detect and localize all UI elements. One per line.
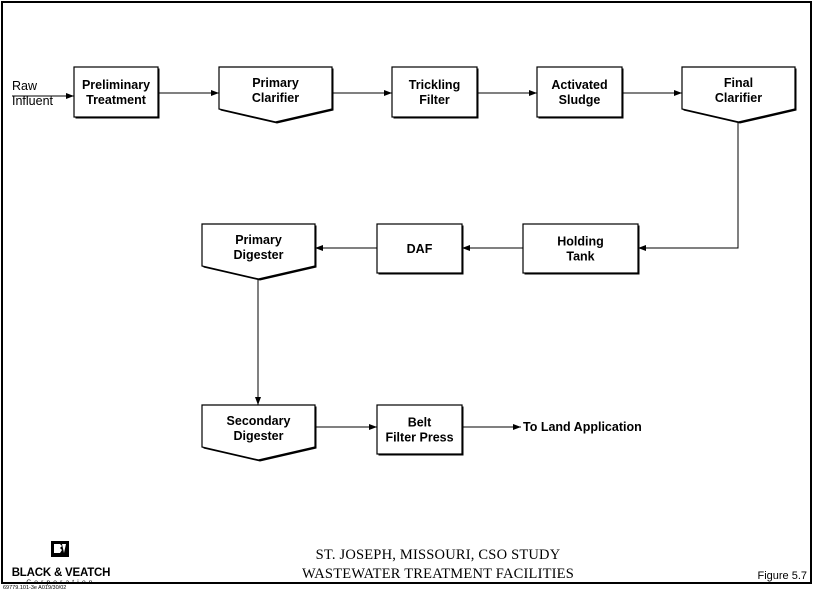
raw-influent-label: Raw Influent (12, 79, 54, 108)
node-final-clarifier-label-line: Clarifier (715, 91, 762, 105)
node-primary-digester-label-line: Primary (235, 233, 282, 247)
node-secondary-digester-tank-shape (201, 404, 316, 461)
document-code: 69779.101-3e A019/30/02 (3, 585, 67, 591)
node-holding-label-line: Tank (566, 250, 594, 264)
raw-influent-line-1: Raw (12, 79, 38, 93)
node-trickling-box (391, 66, 478, 118)
node-daf-label: DAF (407, 242, 433, 256)
node-activated-box (536, 66, 623, 118)
node-holding-label-line: Holding (557, 235, 604, 249)
node-activated-label-line: Activated (551, 78, 607, 92)
figure-title-line-1: ST. JOSEPH, MISSOURI, CSO STUDY (315, 547, 561, 563)
node-primary-digester-label-line: Digester (233, 248, 283, 262)
bv-monogram-icon (51, 541, 69, 557)
node-secondary-digester-label-line: Secondary (227, 414, 291, 428)
logo-subtitle: Corporation (26, 579, 96, 586)
node-daf-label-line: DAF (407, 242, 433, 256)
node-preliminary-label-line: Preliminary (82, 78, 150, 92)
node-primary-clarifier-label-line: Primary (252, 76, 299, 90)
node-holding-box (522, 223, 639, 274)
figure-frame (1, 1, 812, 584)
node-primary-clarifier-tank-shape (218, 66, 333, 123)
node-daf: DAF (376, 223, 464, 275)
node-secondary-digester-label-line: Digester (233, 429, 283, 443)
node-trickling-label-line: Filter (419, 93, 450, 107)
to-land-application-label: To Land Application (523, 420, 642, 434)
node-belt-label-line: Filter Press (385, 431, 453, 445)
node-final-clarifier-tank-shape (681, 66, 796, 123)
figure-title-line-2: WASTEWATER TREATMENT FACILITIES (301, 566, 575, 582)
node-trickling-label-line: Trickling (409, 78, 460, 92)
node-final-clarifier-label-line: Final (724, 76, 753, 90)
node-preliminary-box (73, 66, 159, 118)
node-belt-box (376, 404, 463, 455)
company-logo: BLACK & VEATCH Corporation (6, 540, 116, 586)
node-activated-label-line: Sludge (559, 93, 601, 107)
node-primary-digester-tank-shape (201, 223, 316, 280)
node-belt-label-line: Belt (408, 416, 432, 430)
logo-name: BLACK & VEATCH (11, 567, 111, 579)
arrow-final-clarifier-to-holding (638, 123, 739, 251)
node-primary-clarifier-label-line: Clarifier (252, 91, 299, 105)
flow-arrows (12, 90, 739, 430)
node-daf-box (376, 223, 463, 274)
raw-influent-line-2: Influent (12, 94, 54, 108)
node-preliminary-label-line: Treatment (86, 93, 147, 107)
figure-number: Figure 5.7 (757, 570, 807, 582)
